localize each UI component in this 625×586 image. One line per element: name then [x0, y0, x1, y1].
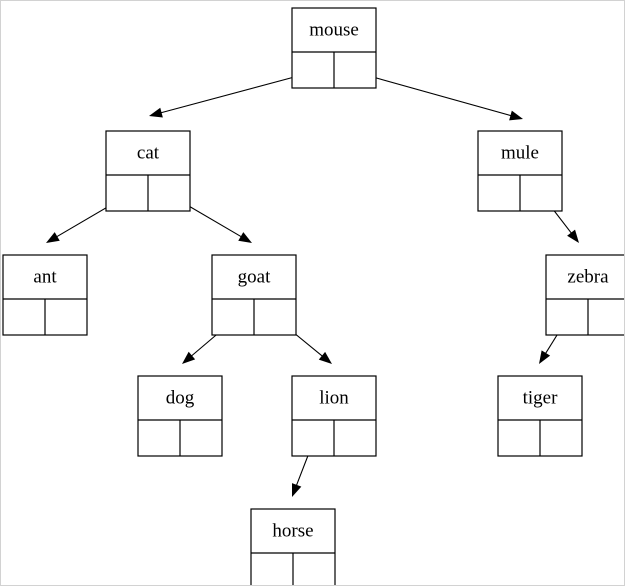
node-left-pointer-cell[interactable]	[212, 299, 254, 335]
node-right-pointer-cell[interactable]	[293, 553, 335, 586]
node-label-tiger: tiger	[523, 387, 558, 408]
edge-arrowhead-icon	[292, 483, 302, 497]
tree-node-tiger[interactable]: tiger	[497, 375, 583, 457]
node-left-pointer-cell[interactable]	[498, 420, 540, 456]
edge-line	[159, 71, 314, 114]
node-label-ant: ant	[33, 266, 57, 287]
edge-arrowhead-icon	[46, 232, 60, 243]
node-label-horse: horse	[272, 520, 313, 541]
node-left-pointer-cell[interactable]	[546, 299, 588, 335]
tree-node-zebra[interactable]: zebra	[545, 254, 625, 336]
node-right-pointer-cell[interactable]	[45, 299, 87, 335]
node-right-pointer-cell[interactable]	[588, 299, 625, 335]
tree-node-ant[interactable]: ant	[2, 254, 88, 336]
nodes-layer: mouse cat mule ant goat zebra dog lion tiger hors…	[2, 7, 625, 586]
edge-arrowhead-icon	[149, 107, 163, 118]
node-left-pointer-cell[interactable]	[3, 299, 45, 335]
node-right-pointer-cell[interactable]	[334, 420, 376, 456]
node-right-pointer-cell[interactable]	[540, 420, 582, 456]
edge-line	[354, 71, 513, 117]
tree-node-cat[interactable]: cat	[105, 130, 191, 212]
node-outer-box	[545, 254, 624, 336]
node-right-pointer-cell[interactable]	[520, 175, 562, 211]
node-label-mule: mule	[501, 142, 539, 163]
tree-edge-mouse-to-mule	[354, 71, 523, 121]
edge-arrowhead-icon	[567, 229, 579, 243]
node-right-pointer-cell[interactable]	[334, 52, 376, 88]
edge-arrowhead-icon	[318, 351, 332, 364]
tree-edge-mouse-to-cat	[149, 71, 314, 118]
tree-node-lion[interactable]: lion	[291, 375, 377, 457]
node-right-pointer-cell[interactable]	[254, 299, 296, 335]
node-left-pointer-cell[interactable]	[106, 175, 148, 211]
tree-node-mule[interactable]: mule	[477, 130, 563, 212]
edge-arrowhead-icon	[509, 110, 523, 121]
node-right-pointer-cell[interactable]	[180, 420, 222, 456]
tree-node-mouse[interactable]: mouse	[291, 7, 377, 89]
edge-arrowhead-icon	[182, 351, 196, 364]
tree-node-goat[interactable]: goat	[211, 254, 297, 336]
node-left-pointer-cell[interactable]	[292, 420, 334, 456]
edge-arrowhead-icon	[539, 350, 551, 364]
node-left-pointer-cell[interactable]	[251, 553, 293, 586]
node-right-pointer-cell[interactable]	[148, 175, 190, 211]
node-left-pointer-cell[interactable]	[292, 52, 334, 88]
edge-arrowhead-icon	[238, 232, 252, 243]
node-label-lion: lion	[319, 387, 349, 408]
node-label-dog: dog	[166, 387, 195, 408]
node-label-mouse: mouse	[309, 19, 359, 40]
node-left-pointer-cell[interactable]	[478, 175, 520, 211]
node-label-cat: cat	[137, 142, 160, 163]
tree-node-dog[interactable]: dog	[137, 375, 223, 457]
node-left-pointer-cell[interactable]	[138, 420, 180, 456]
tree-node-horse[interactable]: horse	[250, 508, 336, 586]
node-label-goat: goat	[238, 266, 271, 287]
node-label-zebra: zebra	[567, 266, 609, 287]
